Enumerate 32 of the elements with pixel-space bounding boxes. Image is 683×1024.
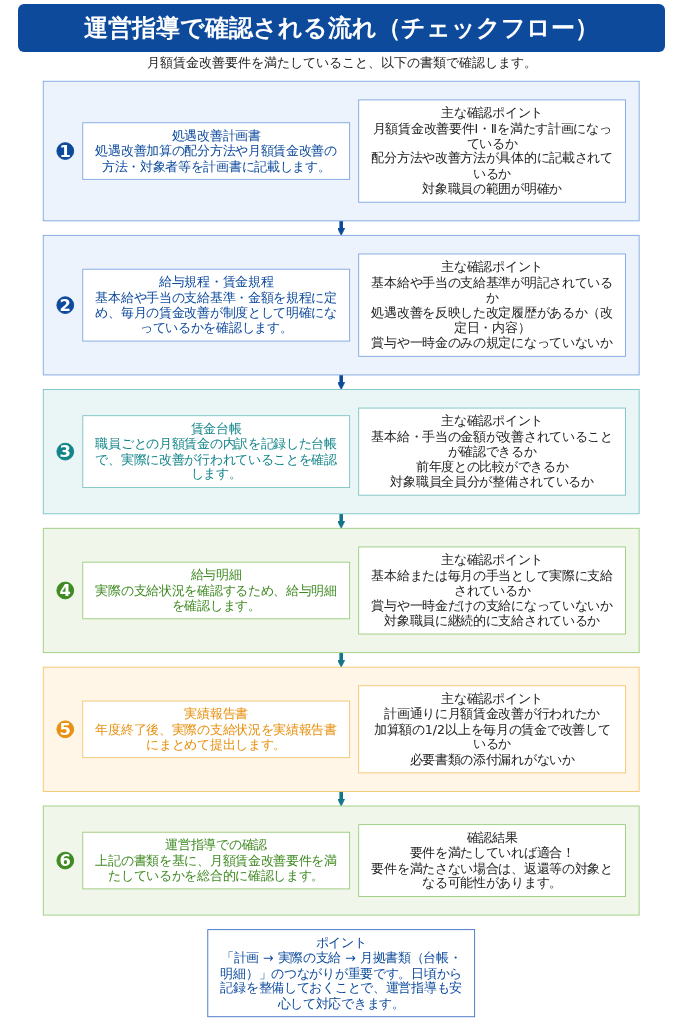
- arrow: [337, 652, 346, 668]
- node-circle: 6: [56, 851, 75, 870]
- node-box: 主な確認ポイント 月額賃金改善要件Ⅰ・Ⅱを満たす計画になっているか 配分方法や改善方法が具体的に記載されているか 対象職員の範囲が明確か: [358, 99, 627, 203]
- cluster: [43, 234, 640, 376]
- cluster: [43, 666, 640, 792]
- cluster: [43, 805, 640, 916]
- node-circle: 5: [56, 720, 75, 739]
- node-circle: 2: [56, 296, 75, 314]
- arrow: [337, 374, 346, 390]
- node-box: 主な確認ポイント 基本給または毎月の手当として実際に支給されているか 賞与や一時金だけの支給になっていないか 対象職員に継続的に支給されているか: [358, 546, 627, 635]
- arrow: [337, 220, 346, 236]
- node-box: 処遇改善計画書 処遇改善加算の配分方法や月額賃金改善の方法・対象者等を計画書に記載します。: [82, 122, 351, 180]
- node-box: 給与規程・賃金規程 基本給や手当の支給基準・金額を規程に定め、毎月の賃金改善が制度として明確になっているかを確認します。: [82, 268, 351, 342]
- title-banner: 運営指導で確認される流れ（チェックフロー）: [18, 4, 665, 52]
- cluster: [43, 80, 640, 222]
- node-box: 給与明細 実際の支給状況を確認するため、給与明細を確認します。: [82, 561, 351, 620]
- node-circle: 4: [56, 581, 75, 600]
- cluster: [43, 389, 640, 515]
- node-box: 運営指導での確認 上記の書類を基に、月額賃金改善要件を満たしているかを総合的に確認します。: [82, 831, 351, 890]
- arrow: [337, 790, 346, 807]
- node-box: ポイント 「計画 → 実際の支給 → 月拠書類（台帳・明細）」のつながりが重要です。日頃から記録を整備しておくことで、運営指導も安心して対応できます。: [207, 929, 476, 1018]
- arrow: [337, 513, 346, 529]
- node-box: 主な確認ポイント 基本給や手当の支給基準が明記されているか 処遇改善を反映した改定履歴があるか（改定日・内容） 賞与や一時金のみの規定になっていないか: [358, 253, 627, 357]
- node-box: 実績報告書 年度終了後、実際の支給状況を実績報告書にまとめて提出します。: [82, 700, 351, 759]
- node-circle: 3: [56, 442, 75, 461]
- subtitle-text: 月額賃金改善要件を満たしていること、以下の書類で確認します。: [145, 54, 538, 72]
- node-box: 確認結果 要件を満たしていれば適合！ 要件を満たさない場合は、返還等の対象となる可能性があります。: [358, 824, 627, 897]
- node-box: 主な確認ポイント 計画通りに月額賃金改善が行われたか 加算額の1/2以上を毎月の賃金で改善しているか 必要書類の添付漏れがないか: [358, 685, 627, 774]
- node-box: 賃金台帳 職員ごとの月額賃金の内訳を記録した台帳で、実際に改善が行われていることを確認します。: [82, 415, 351, 488]
- cluster: [43, 527, 640, 654]
- node-box: 主な確認ポイント 基本給・手当の金額が改善されていることが確認できるか 前年度との比較ができるか 対象職員全員分が整備されているか: [358, 407, 627, 496]
- node-circle: 1: [56, 142, 75, 160]
